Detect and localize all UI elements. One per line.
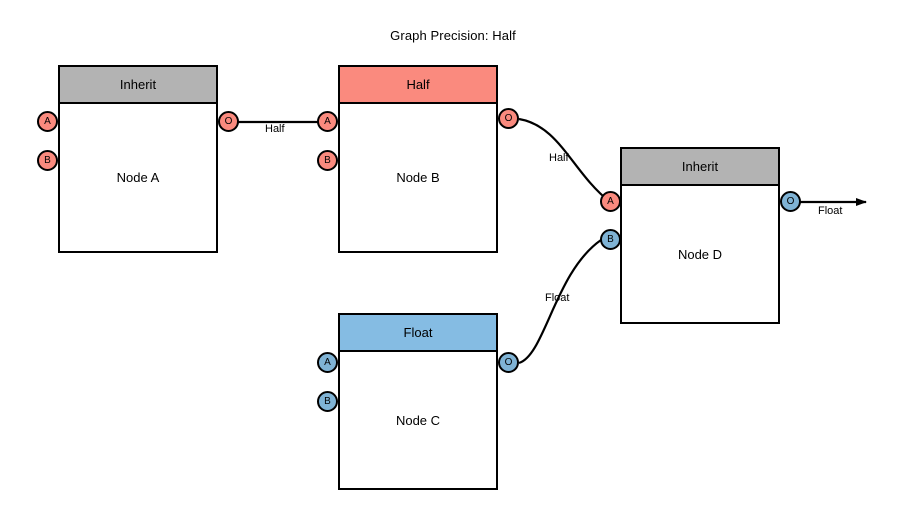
node-d-header-label: Inherit [681, 159, 719, 174]
node-a-label: Node A [116, 170, 160, 185]
node-c-body: Node C [340, 352, 496, 488]
node-b-label: Node B [396, 170, 440, 185]
node-node-c[interactable]: Float Node C [338, 313, 498, 490]
node-d-label: Node D [677, 246, 723, 262]
node-d-output-port-o[interactable]: O [780, 191, 801, 212]
node-c-label: Node C [395, 412, 441, 428]
node-b-output-port-o-label: O [504, 113, 513, 124]
node-c-output-port-o[interactable]: O [498, 352, 519, 373]
node-a-output-port-o[interactable]: O [218, 111, 239, 132]
node-a-input-port-b-label: B [44, 155, 51, 166]
node-b-input-port-b[interactable]: B [317, 150, 338, 171]
node-c-input-port-b[interactable]: B [317, 391, 338, 412]
node-b-input-port-a[interactable]: A [317, 111, 338, 132]
node-b-input-port-b-label: B [324, 155, 331, 166]
node-node-a[interactable]: Inherit Node A [58, 65, 218, 253]
page-title: Graph Precision: Half [390, 28, 516, 43]
node-b-output-port-o[interactable]: O [498, 108, 519, 129]
node-a-input-port-a[interactable]: A [37, 111, 58, 132]
node-d-input-port-a-label: A [607, 196, 614, 207]
node-c-header-label: Float [403, 325, 433, 340]
node-c-header: Float [340, 315, 496, 352]
node-node-d[interactable]: Inherit Node D [620, 147, 780, 324]
edge-a-b-label: Half [265, 123, 285, 135]
node-node-b[interactable]: Half Node B [338, 65, 498, 253]
node-b-header: Half [340, 67, 496, 104]
node-a-input-port-a-label: A [44, 116, 51, 127]
node-a-header: Inherit [60, 67, 216, 104]
node-a-header-label: Inherit [119, 77, 157, 92]
node-b-input-port-a-label: A [324, 116, 331, 127]
node-b-header-label: Half [406, 77, 430, 92]
node-d-input-port-b-label: B [607, 234, 614, 245]
node-c-input-port-b-label: B [324, 396, 331, 407]
node-c-input-port-a-label: A [324, 357, 331, 368]
node-c-output-port-o-label: O [504, 357, 513, 368]
node-d-body: Node D [622, 186, 778, 322]
node-c-input-port-a[interactable]: A [317, 352, 338, 373]
edge-b-d-label: Half [549, 152, 569, 164]
node-d-input-port-a[interactable]: A [600, 191, 621, 212]
node-a-output-port-o-label: O [224, 116, 233, 127]
node-d-header: Inherit [622, 149, 778, 186]
node-d-output-port-o-label: O [786, 196, 795, 207]
edge-c-d-path [518, 239, 602, 365]
node-b-body: Node B [340, 104, 496, 251]
node-a-input-port-b[interactable]: B [37, 150, 58, 171]
node-d-input-port-b[interactable]: B [600, 229, 621, 250]
node-a-body: Node A [60, 104, 216, 251]
edge-c-d-label: Float [545, 292, 570, 304]
edge-d-out-label: Float [818, 205, 843, 217]
edge-b-d-path [518, 117, 611, 203]
